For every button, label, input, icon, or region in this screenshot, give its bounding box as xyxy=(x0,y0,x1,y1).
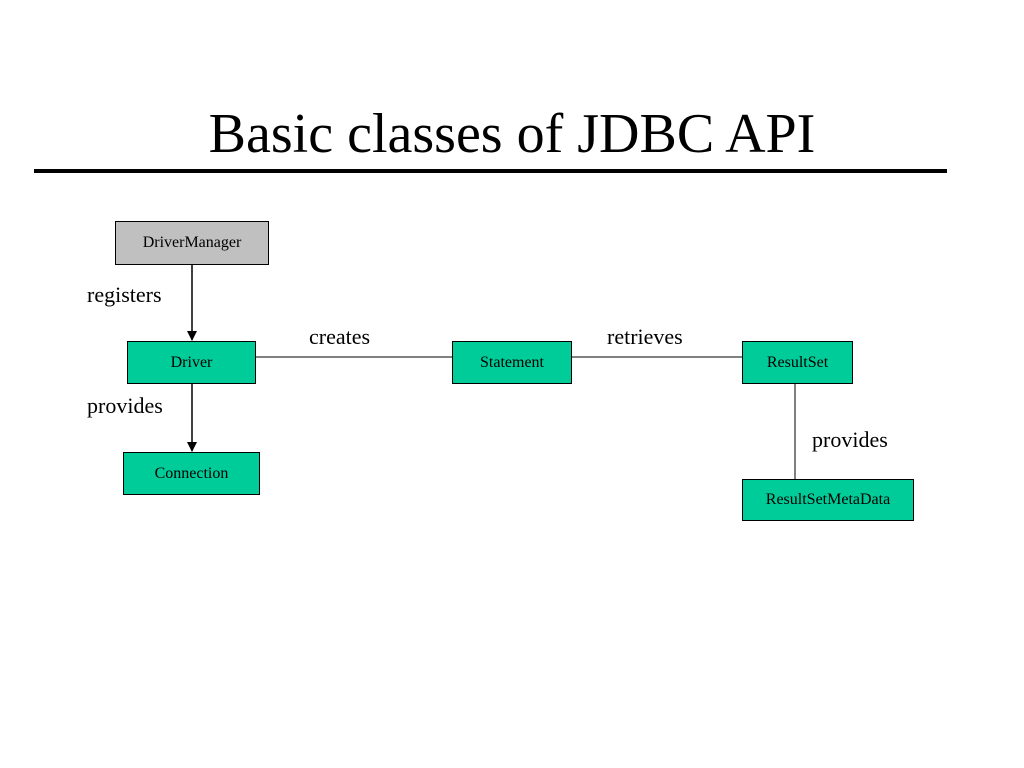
driver-box: Driver xyxy=(127,341,256,384)
statement-box: Statement xyxy=(452,341,572,384)
result-set-metadata-box: ResultSetMetaData xyxy=(742,479,914,521)
creates-label: creates xyxy=(309,324,371,349)
provides-metadata-label: provides xyxy=(812,427,888,452)
title-underline xyxy=(34,169,947,173)
registers-label: registers xyxy=(87,282,162,307)
result-set-box: ResultSet xyxy=(742,341,853,384)
connection-box: Connection xyxy=(123,452,260,495)
retrieves-label: retrieves xyxy=(607,324,683,349)
provides-connection-label: provides xyxy=(87,393,163,418)
slide-title: Basic classes of JDBC API xyxy=(208,103,816,165)
driver-manager-box: DriverManager xyxy=(115,221,269,265)
